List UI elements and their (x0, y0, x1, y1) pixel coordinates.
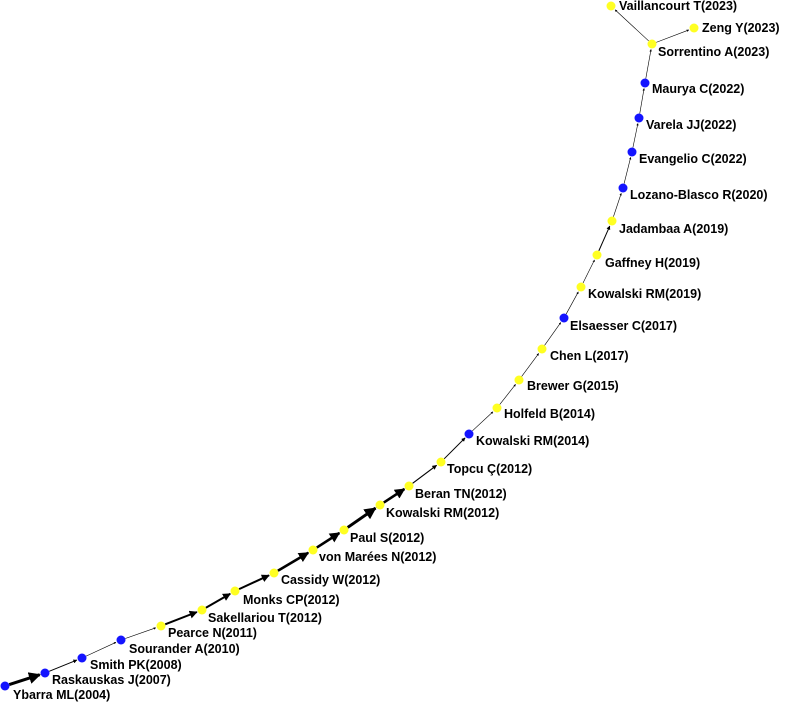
edge-monks-to-cassidy (238, 574, 270, 591)
node-jadambaa[interactable] (607, 216, 617, 226)
node-label-topcu: Topcu Ç(2012) (447, 462, 532, 476)
node-vonmarees[interactable] (308, 545, 318, 555)
node-label-maurya: Maurya C(2022) (652, 82, 744, 96)
node-sourander[interactable] (116, 635, 126, 645)
edge-pearce-to-sakellariou (164, 610, 198, 626)
node-label-gaffney: Gaffney H(2019) (605, 256, 700, 270)
edge-cassidy-to-vonmarees (277, 551, 310, 572)
node-beran[interactable] (404, 481, 414, 491)
edge-elsaesser-to-kowalski2019 (565, 291, 579, 315)
edge-chen-to-elsaesser (544, 322, 562, 346)
edge-sorrentino-to-zeng (656, 29, 690, 43)
node-label-holfeld: Holfeld B(2014) (504, 407, 595, 421)
node-elsaesser[interactable] (559, 313, 569, 323)
node-label-elsaesser: Elsaesser C(2017) (570, 319, 677, 333)
node-label-jadambaa: Jadambaa A(2019) (619, 222, 728, 236)
edge-evangelio-to-varela (632, 123, 639, 148)
node-brewer[interactable] (514, 375, 524, 385)
node-kowalski2019[interactable] (576, 282, 586, 292)
node-label-varela: Varela JJ(2022) (646, 118, 736, 132)
node-label-sakellariou: Sakellariou T(2012) (208, 611, 322, 625)
edge-kowalski2019-to-gaffney (582, 259, 595, 284)
node-smith[interactable] (77, 653, 87, 663)
node-kowalski2014[interactable] (464, 429, 474, 439)
node-ybarra[interactable] (0, 681, 10, 691)
node-label-cassidy: Cassidy W(2012) (281, 573, 380, 587)
node-label-evangelio: Evangelio C(2022) (639, 152, 747, 166)
edge-sorrentino-to-vaillancourt (614, 9, 649, 42)
node-label-raskauskas: Raskauskas J(2007) (52, 673, 171, 687)
edge-maurya-to-sorrentino (645, 49, 652, 79)
labels-layer: Ybarra ML(2004)Raskauskas J(2007)Smith P… (13, 0, 780, 702)
node-pearce[interactable] (156, 621, 166, 631)
node-label-vonmarees: von Marées N(2012) (319, 550, 436, 564)
edge-topcu-to-kowalski2014 (443, 437, 466, 460)
node-paul[interactable] (339, 525, 349, 535)
edge-gaffney-to-jadambaa (598, 225, 611, 252)
node-label-sourander: Sourander A(2010) (129, 642, 240, 656)
node-topcu[interactable] (436, 457, 446, 467)
edge-varela-to-maurya (639, 88, 645, 114)
node-label-kowalski2012: Kowalski RM(2012) (386, 506, 499, 520)
node-label-ybarra: Ybarra ML(2004) (13, 688, 110, 702)
edge-sourander-to-pearce (125, 627, 157, 639)
edge-sakellariou-to-monks (205, 592, 231, 609)
nodes-layer (0, 1, 699, 691)
node-label-kowalski2014: Kowalski RM(2014) (476, 434, 589, 448)
node-monks[interactable] (230, 586, 240, 596)
edge-vonmarees-to-paul (316, 531, 341, 549)
node-label-pearce: Pearce N(2011) (168, 626, 257, 640)
edge-brewer-to-chen (521, 353, 539, 377)
node-maurya[interactable] (640, 78, 650, 88)
node-vaillancourt[interactable] (606, 1, 616, 11)
node-zeng[interactable] (689, 23, 699, 33)
node-label-paul: Paul S(2012) (350, 531, 424, 545)
edge-paul-to-kowalski2012 (346, 506, 377, 529)
node-sorrentino[interactable] (647, 39, 657, 49)
node-label-brewer: Brewer G(2015) (527, 379, 619, 393)
edges-layer (8, 9, 690, 687)
node-cassidy[interactable] (269, 568, 279, 578)
node-label-smith: Smith PK(2008) (90, 658, 182, 672)
edge-ybarra-to-raskauskas (8, 672, 41, 687)
node-label-vaillancourt: Vaillancourt T(2023) (619, 0, 737, 13)
node-kowalski2012[interactable] (375, 500, 385, 510)
node-chen[interactable] (537, 344, 547, 354)
node-label-beran: Beran TN(2012) (415, 487, 507, 501)
node-sakellariou[interactable] (197, 605, 207, 615)
node-gaffney[interactable] (592, 250, 602, 260)
edge-lozano-to-evangelio (623, 157, 632, 184)
node-raskauskas[interactable] (40, 668, 50, 678)
edge-beran-to-topcu (412, 464, 437, 484)
node-label-zeng: Zeng Y(2023) (702, 21, 780, 35)
edge-smith-to-sourander (85, 642, 117, 657)
node-label-lozano: Lozano-Blasco R(2020) (630, 188, 768, 202)
edge-kowalski2012-to-beran (383, 487, 406, 504)
node-varela[interactable] (634, 113, 644, 123)
node-label-monks: Monks CP(2012) (243, 593, 340, 607)
node-label-kowalski2019: Kowalski RM(2019) (588, 287, 701, 301)
edge-holfeld-to-brewer (499, 384, 516, 405)
edge-kowalski2014-to-holfeld (472, 411, 494, 432)
node-label-chen: Chen L(2017) (550, 349, 629, 363)
node-label-sorrentino: Sorrentino A(2023) (658, 45, 769, 59)
node-holfeld[interactable] (492, 403, 502, 413)
edge-jadambaa-to-lozano (613, 192, 622, 217)
edge-raskauskas-to-smith (48, 659, 78, 672)
node-lozano[interactable] (618, 183, 628, 193)
node-evangelio[interactable] (627, 147, 637, 157)
